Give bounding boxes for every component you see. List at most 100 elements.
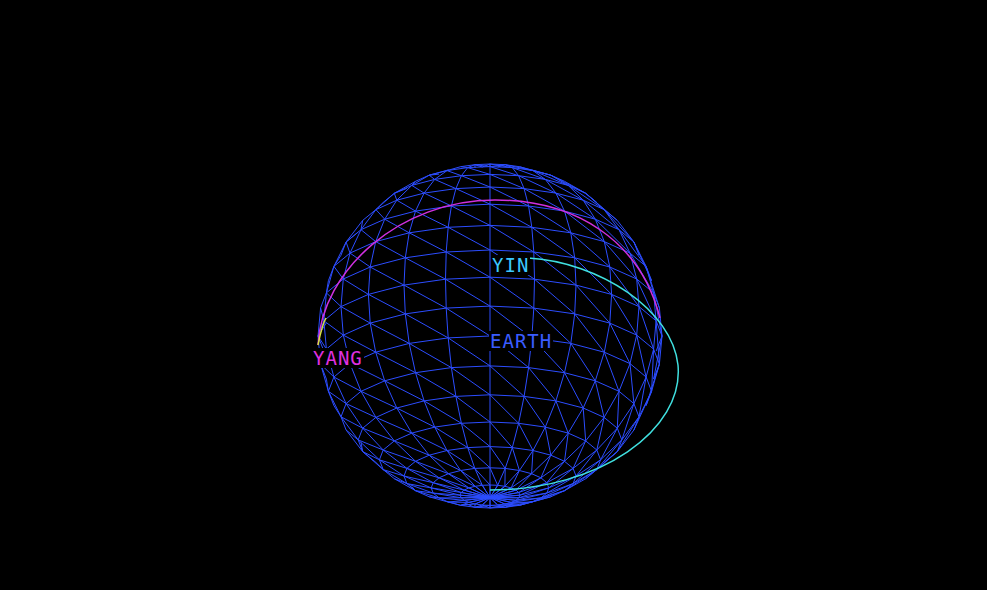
grid-line xyxy=(416,193,425,211)
grid-line xyxy=(619,364,630,392)
grid-line xyxy=(383,450,415,461)
grid-line xyxy=(326,279,343,293)
grid-line xyxy=(565,211,605,242)
grid-line xyxy=(416,455,430,461)
grid-line xyxy=(341,417,358,440)
grid-line xyxy=(498,504,505,505)
grid-line xyxy=(556,193,583,200)
grid-line xyxy=(490,225,532,227)
grid-line xyxy=(448,227,490,250)
grid-line xyxy=(385,381,424,401)
yang-label: YANG xyxy=(312,348,364,368)
grid-line xyxy=(429,175,435,179)
grid-line xyxy=(448,471,460,474)
grid-line xyxy=(490,498,505,504)
grid-line xyxy=(490,366,524,397)
grid-line xyxy=(545,179,556,193)
grid-line xyxy=(447,168,468,171)
grid-line xyxy=(637,307,639,336)
grid-line xyxy=(512,448,533,451)
grid-line xyxy=(576,285,610,323)
grid-line xyxy=(490,187,524,189)
grid-line xyxy=(383,450,407,468)
grid-line xyxy=(451,206,490,225)
grid-line xyxy=(341,279,343,307)
grid-line xyxy=(533,451,551,456)
grid-line xyxy=(547,461,565,482)
grid-line xyxy=(571,233,575,258)
grid-line xyxy=(533,252,535,279)
grid-line xyxy=(529,206,571,233)
grid-line xyxy=(383,470,407,484)
grid-line xyxy=(358,440,383,450)
grid-line xyxy=(490,174,491,187)
grid-line xyxy=(475,467,490,469)
grid-line xyxy=(429,170,448,175)
grid-line xyxy=(490,366,491,395)
grid-line xyxy=(429,451,447,456)
grid-line xyxy=(524,189,564,212)
grid-line xyxy=(370,323,409,343)
grid-line xyxy=(456,395,490,397)
grid-line xyxy=(565,433,569,461)
grid-line xyxy=(448,206,451,227)
grid-line xyxy=(370,258,405,267)
grid-line xyxy=(595,381,619,392)
grid-line xyxy=(407,461,416,468)
grid-line xyxy=(424,401,461,423)
earth-label: EARTH xyxy=(489,331,553,351)
grid-line xyxy=(468,168,490,175)
grid-line xyxy=(604,323,610,352)
grid-line xyxy=(363,452,380,460)
grid-line xyxy=(512,423,518,447)
grid-line xyxy=(482,485,490,486)
grid-line xyxy=(490,250,534,252)
grid-line xyxy=(524,396,545,427)
grid-line xyxy=(416,373,456,397)
grid-line xyxy=(490,167,491,175)
grid-line xyxy=(346,242,350,253)
grid-line xyxy=(361,230,376,242)
grid-line xyxy=(532,474,541,478)
grid-line xyxy=(334,377,346,404)
grid-line xyxy=(407,484,431,488)
grid-line xyxy=(343,267,370,279)
grid-line xyxy=(534,308,575,314)
grid-line xyxy=(326,266,334,293)
grid-line xyxy=(346,391,361,403)
grid-line xyxy=(524,368,529,397)
grid-line xyxy=(505,468,519,470)
grid-line xyxy=(524,396,556,401)
grid-line xyxy=(446,277,491,279)
grid-line xyxy=(490,225,534,252)
grid-line xyxy=(409,343,451,367)
grid-line xyxy=(468,448,490,468)
grid-line xyxy=(583,408,604,417)
grid-line xyxy=(575,314,610,323)
grid-line xyxy=(490,467,505,469)
grid-line xyxy=(445,252,447,279)
grid-line xyxy=(482,485,490,497)
grid-line xyxy=(565,441,586,461)
grid-line xyxy=(551,455,565,461)
grid-line xyxy=(475,504,482,505)
grid-line xyxy=(532,227,534,252)
grid-line xyxy=(533,279,535,308)
grid-line xyxy=(630,364,646,377)
grid-line xyxy=(583,381,595,408)
grid-line xyxy=(586,452,618,479)
grid-line xyxy=(394,185,412,193)
grid-line xyxy=(451,368,490,395)
grid-line xyxy=(461,422,490,423)
grid-line xyxy=(461,423,467,447)
grid-line xyxy=(405,258,445,279)
grid-line xyxy=(469,486,475,488)
grid-line xyxy=(383,470,404,476)
grid-line xyxy=(475,485,482,486)
grid-line xyxy=(404,468,407,476)
grid-line xyxy=(334,377,361,391)
grid-line xyxy=(370,323,376,352)
grid-line xyxy=(405,314,448,338)
grid-line xyxy=(385,381,397,408)
